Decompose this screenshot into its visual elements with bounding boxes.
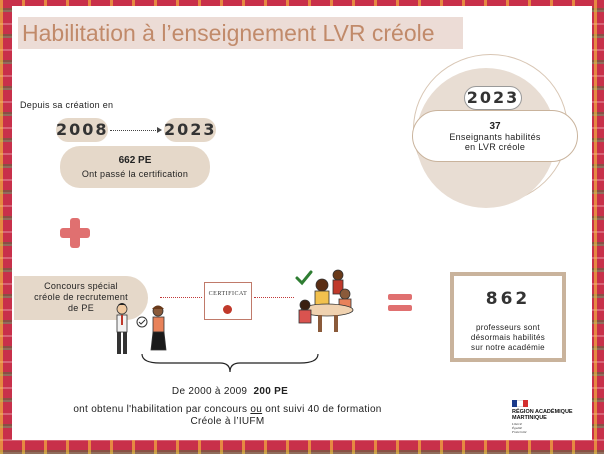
- logo-line2: MARTINIQUE: [512, 415, 547, 421]
- period-text-line2: Créole à l’IUFM: [190, 416, 265, 427]
- period-line: De 2000 à 2009 200 PE: [0, 386, 460, 397]
- academy-logo: RÉGION ACADÉMIQUE MARTINIQUE Liberté Éga…: [512, 400, 582, 434]
- page-title: Habilitation à l’enseignement LVR créole: [22, 20, 435, 46]
- total-line3: sur notre académie: [471, 343, 545, 352]
- total-line1: professeurs sont: [476, 323, 540, 332]
- certified-count-box: 662 PE Ont passé la certification: [60, 146, 210, 188]
- concours-line2: créole de recrutement: [34, 292, 128, 302]
- teachers-count-box: 37 Enseignants habilités en LVR créole: [412, 110, 578, 162]
- bracket-icon: [141, 353, 319, 373]
- french-flag-icon: [512, 400, 528, 407]
- logo-motto1: Liberté: [512, 422, 523, 426]
- timeline-arrow-icon: [157, 127, 162, 133]
- timeline-line: [110, 130, 160, 131]
- title-banner: Habilitation à l’enseignement LVR créole: [18, 17, 463, 49]
- concours-line3: de PE: [67, 303, 95, 313]
- certified-count: 662 PE: [118, 155, 152, 166]
- people-handshake-illustration: [116, 303, 167, 354]
- year-end-badge: 2023: [164, 118, 216, 142]
- period-text-part2: ont suivi 40 de formation: [265, 404, 382, 415]
- teachers-description-line2: en LVR créole: [464, 142, 526, 152]
- logo-motto3: Fraternité: [512, 430, 527, 434]
- total-box: 862 professeurs sont désormais habilités…: [450, 272, 566, 362]
- teachers-group-illustration: [295, 269, 354, 332]
- period-count: 200 PE: [253, 386, 289, 397]
- certificate-label: CERTIFICAT: [208, 291, 248, 297]
- current-year-badge: 2023: [464, 86, 522, 110]
- connector-line-1: [160, 297, 202, 298]
- since-label: Depuis sa création en: [20, 100, 114, 110]
- concours-line1: Concours spécial: [44, 281, 118, 291]
- teachers-description-line1: Enseignants habilités: [449, 132, 541, 142]
- teachers-count: 37: [489, 121, 501, 132]
- equals-icon: [388, 294, 412, 316]
- plus-icon: [60, 218, 90, 248]
- period-label: De 2000 à 2009: [171, 386, 248, 397]
- period-text-ou: ou: [250, 404, 263, 415]
- logo-line1: RÉGION ACADÉMIQUE: [512, 409, 573, 415]
- certificate-icon: CERTIFICAT: [204, 282, 252, 320]
- certified-description: Ont passé la certification: [81, 169, 189, 179]
- period-description: ont obtenu l'habilitation par concours o…: [0, 404, 455, 428]
- year-start-badge: 2008: [56, 118, 108, 142]
- certificate-seal-icon: [223, 305, 232, 314]
- total-line2: désormais habilités: [470, 333, 546, 342]
- logo-motto2: Égalité: [512, 426, 523, 430]
- total-count: 862: [485, 289, 531, 309]
- period-text-part1: ont obtenu l'habilitation par concours: [73, 404, 248, 415]
- connector-line-2: [254, 297, 294, 298]
